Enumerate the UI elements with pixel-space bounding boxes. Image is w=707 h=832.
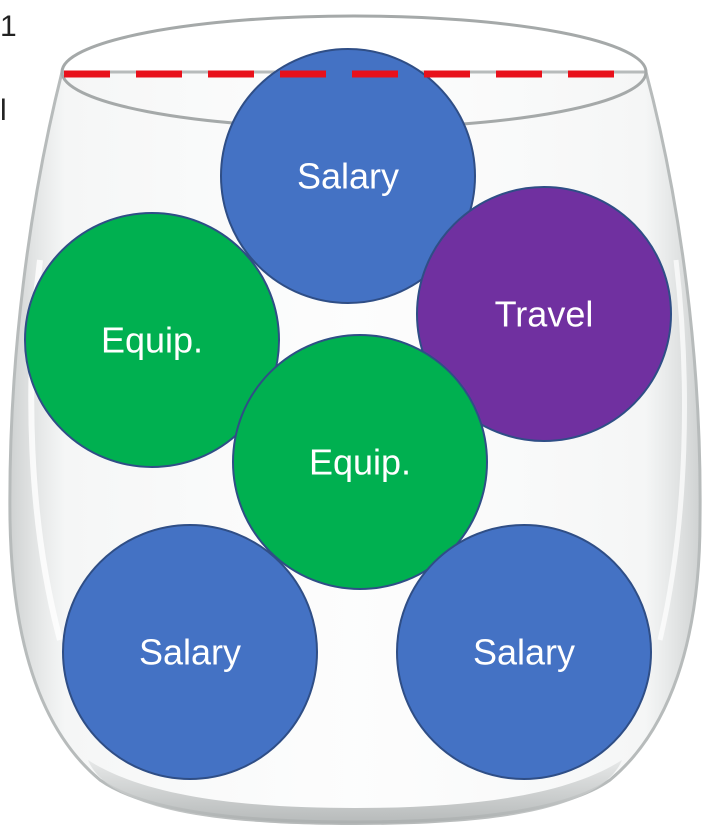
ball-label: Salary (139, 632, 241, 673)
ball-label: Salary (297, 156, 399, 197)
ball-label: Travel (495, 294, 594, 335)
ball-label: Equip. (309, 442, 411, 483)
ball-circle (62, 524, 318, 780)
ball-equipment: Equip. (232, 334, 488, 590)
ball-salary: Salary (62, 524, 318, 780)
ball-circle (416, 186, 672, 442)
ball-circle (220, 48, 476, 304)
ball-circle (24, 212, 280, 468)
ball-travel: Travel (416, 186, 672, 442)
ball-label: Salary (473, 632, 575, 673)
ball-equipment: Equip. (24, 212, 280, 468)
side-label-top: 1 (0, 10, 17, 43)
ball-circle (396, 524, 652, 780)
side-label-bottom: l (0, 94, 7, 127)
ball-label: Equip. (101, 320, 203, 361)
glass-highlight-right (657, 259, 687, 641)
ball-circle (232, 334, 488, 590)
ball-salary: Salary (220, 48, 476, 304)
glass-base (88, 760, 622, 825)
ball-salary: Salary (396, 524, 652, 780)
